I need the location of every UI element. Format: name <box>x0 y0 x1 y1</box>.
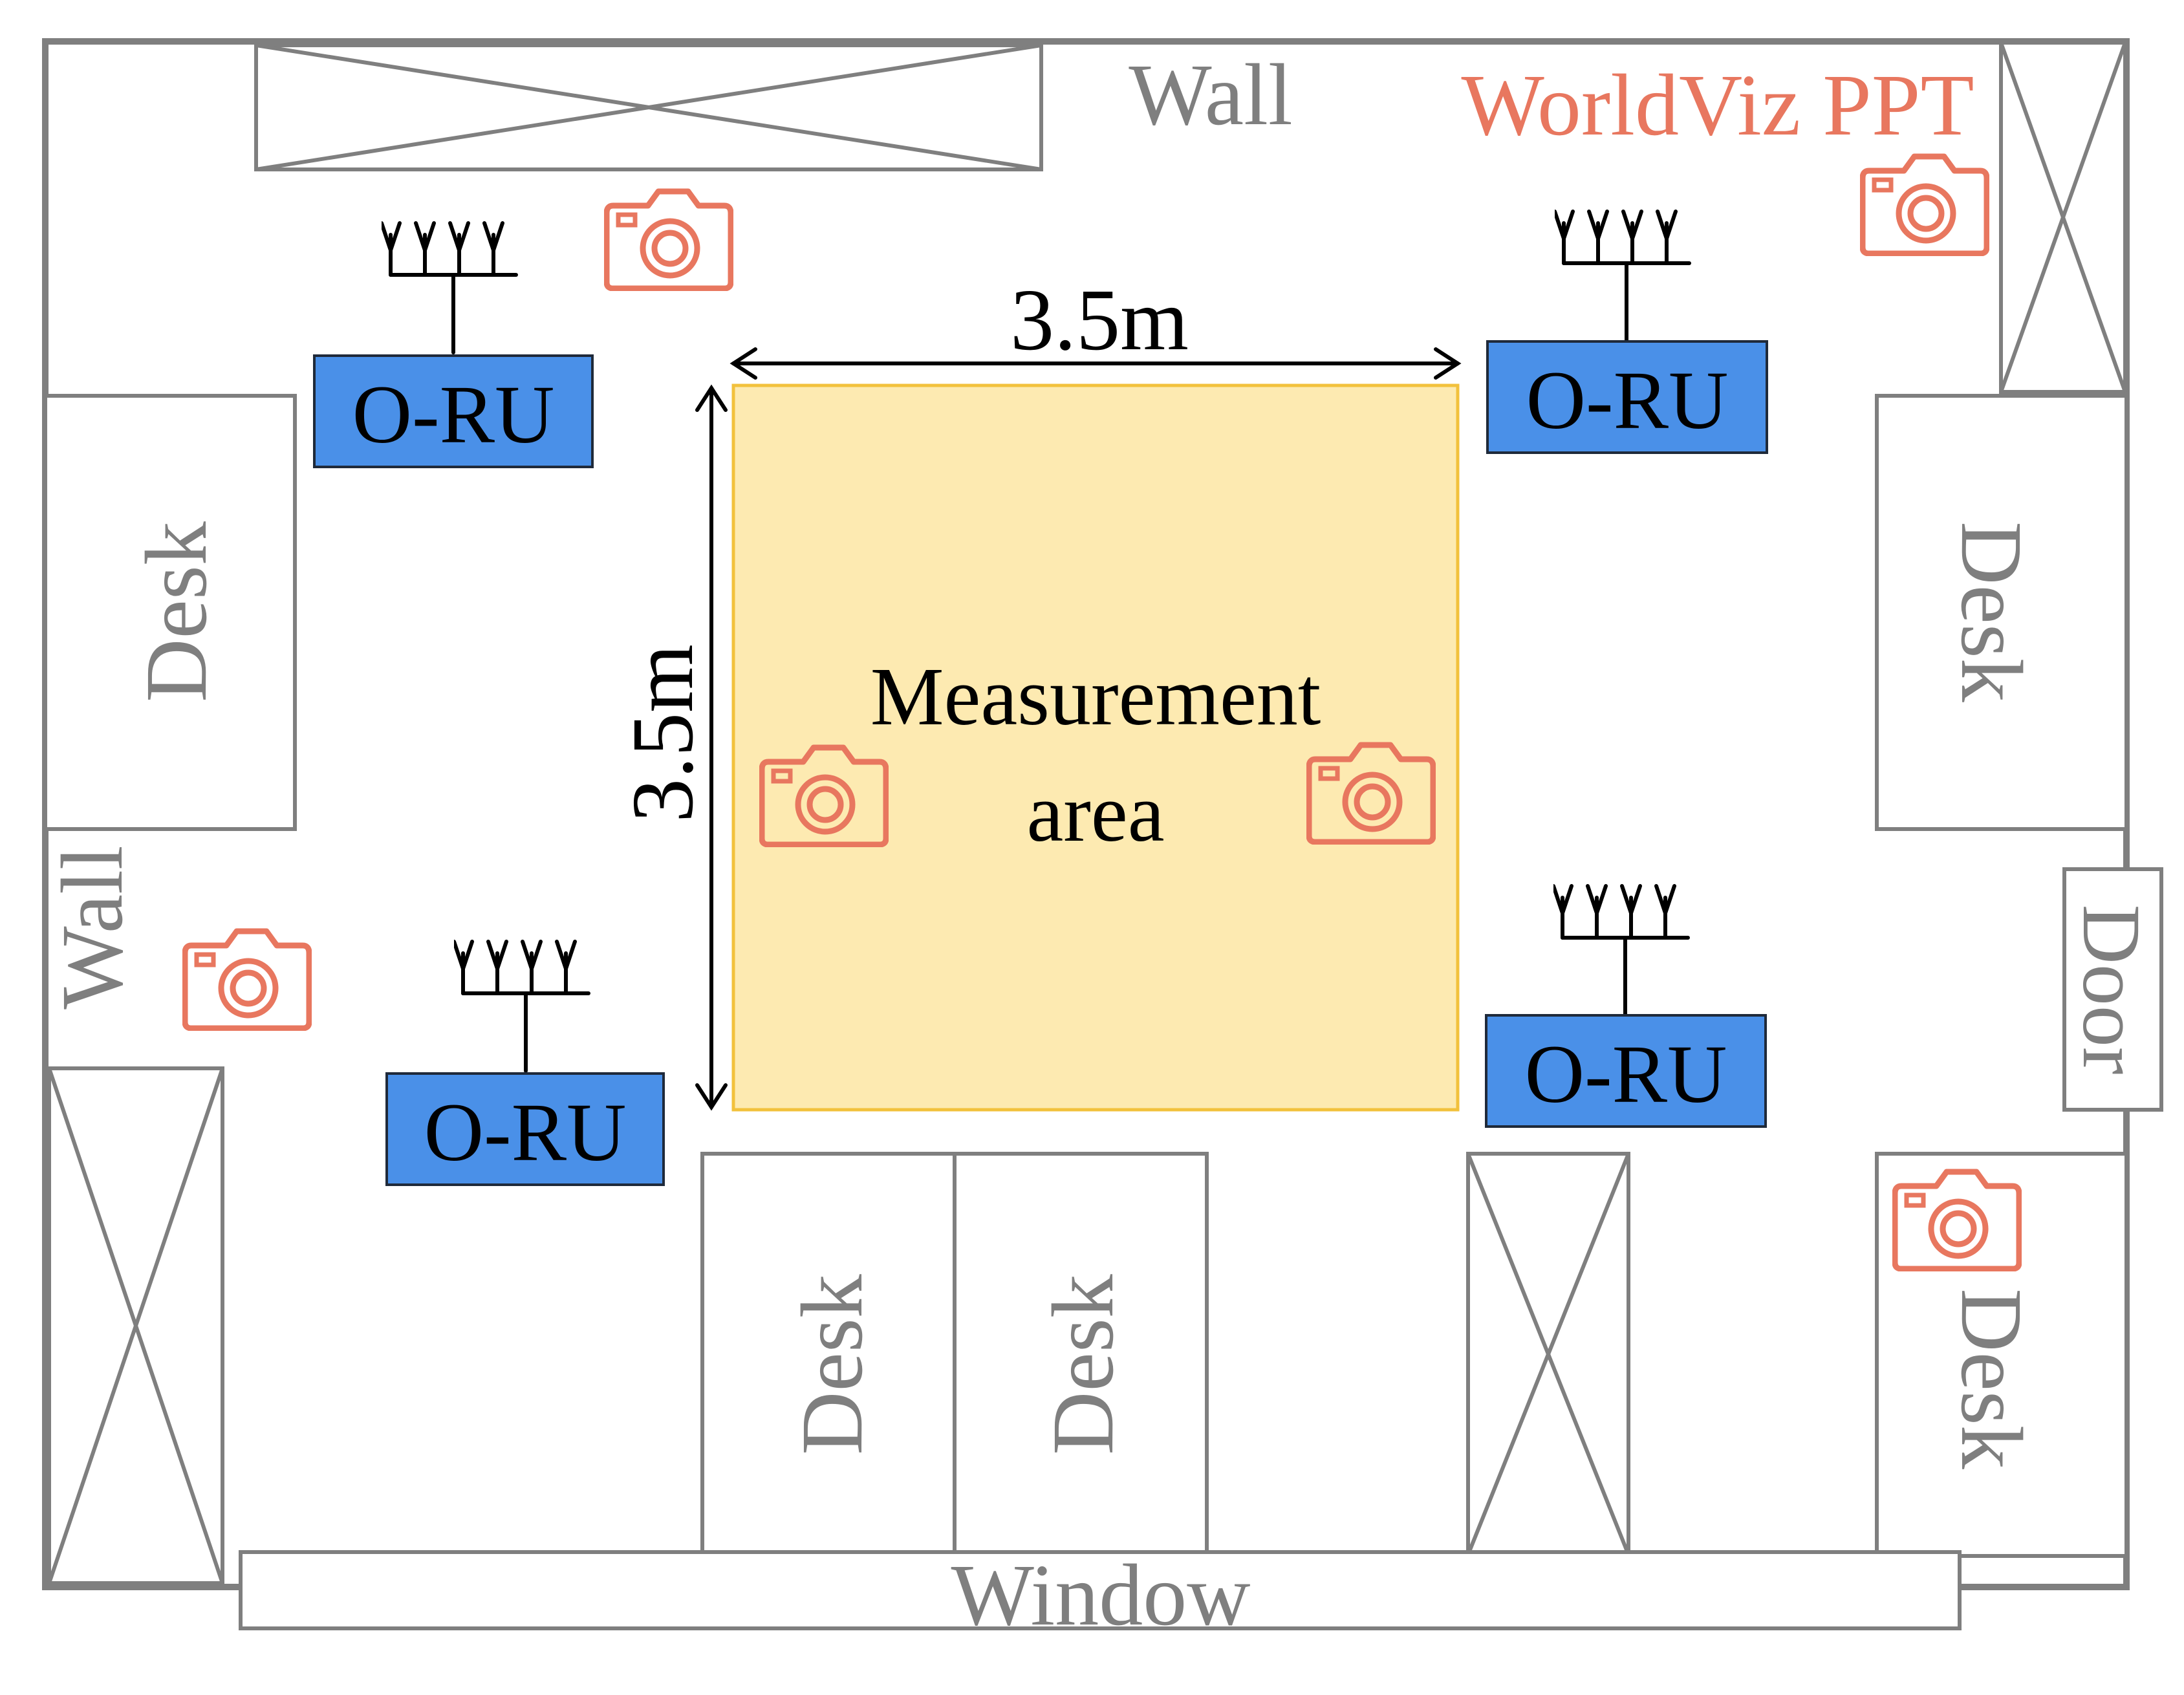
measurement-area <box>731 383 1460 1112</box>
wall-label-top: Wall <box>1129 47 1292 144</box>
cabinet-left <box>47 1066 224 1585</box>
antenna-array-icon <box>1555 211 1689 341</box>
dimension-arrow-horizontal <box>730 347 1462 380</box>
oru-label: O-RU <box>1525 1028 1727 1120</box>
dimension-arrow-vertical <box>695 384 728 1111</box>
desk-left <box>43 394 297 831</box>
desk-right-lower <box>1875 1152 2128 1558</box>
oru-label: O-RU <box>1526 354 1729 446</box>
camera-icon <box>1863 157 1987 254</box>
desk-right-upper <box>1875 394 2128 831</box>
window-label: Window <box>951 1547 1251 1644</box>
desk-label-right-upper: Desk <box>1943 521 2040 702</box>
oru-box-top-left <box>313 354 594 468</box>
oru-box-top-right <box>1486 340 1768 454</box>
cabinet-top-right <box>1999 41 2127 394</box>
desk-bottom-2 <box>953 1152 1209 1558</box>
desk-label-left: Desk <box>128 521 225 702</box>
worldviz-ppt-label: WorldViz PPT <box>1461 57 1974 154</box>
camera-icon <box>607 191 731 288</box>
antenna-array-icon <box>382 223 516 352</box>
measurement-area-label-line2: area <box>1026 767 1164 859</box>
door-label: Door <box>2066 904 2157 1074</box>
antenna-array-icon <box>1553 886 1688 1015</box>
desk-label-right-lower: Desk <box>1943 1288 2040 1469</box>
desk-label-bottom-1: Desk <box>784 1274 881 1455</box>
camera-icon <box>185 931 309 1028</box>
door <box>2062 867 2163 1112</box>
cabinet-bottom <box>1466 1152 1630 1557</box>
cabinet-top <box>254 43 1043 171</box>
wall-label-left: Wall <box>44 845 141 1009</box>
dimension-label-horizontal: 3.5m <box>1010 272 1189 369</box>
oru-label: O-RU <box>352 369 555 460</box>
oru-label: O-RU <box>424 1086 627 1178</box>
oru-box-bottom-left <box>385 1072 665 1186</box>
measurement-area-label-line1: Measurement <box>870 651 1321 742</box>
oru-box-bottom-right <box>1485 1014 1767 1128</box>
dimension-label-vertical: 3.5m <box>614 644 711 823</box>
antenna-array-icon <box>454 942 589 1071</box>
window <box>239 1550 1962 1630</box>
desk-label-bottom-2: Desk <box>1035 1274 1132 1455</box>
